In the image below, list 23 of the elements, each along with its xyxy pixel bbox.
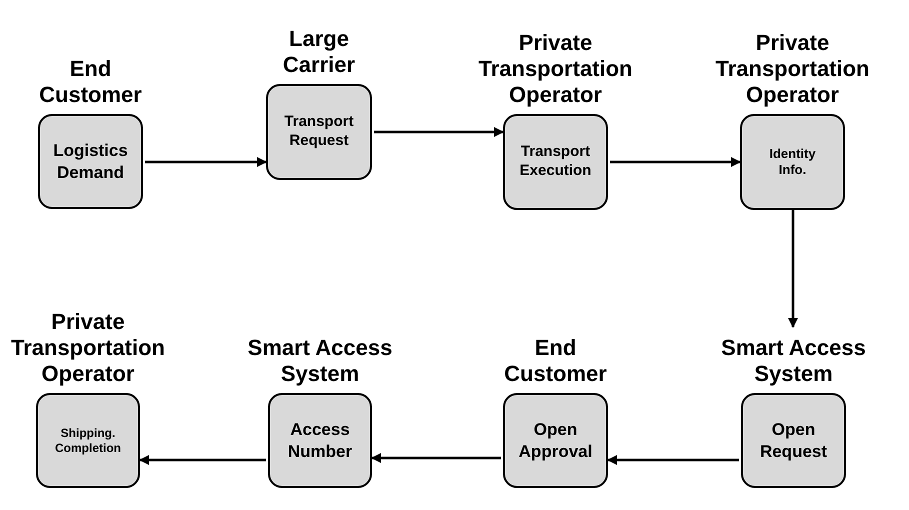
node-heading: Smart Access System [720, 335, 867, 387]
arrow [610, 157, 741, 167]
box-label: Identity Info. [768, 146, 817, 178]
box-label: Logistics Demand [52, 140, 129, 183]
arrow [788, 210, 798, 328]
arrow [607, 455, 739, 465]
box-label: Shipping. Completion [54, 426, 122, 456]
box-label: Open Request [758, 419, 828, 462]
arrow [374, 127, 504, 137]
box-label: Open Approval [518, 419, 594, 462]
arrow [139, 455, 266, 465]
node-heading: Large Carrier [282, 26, 356, 78]
arrow [145, 157, 267, 167]
box-label: Transport Request [283, 113, 355, 151]
box-label: Access Number [286, 419, 354, 462]
node-heading: Smart Access System [246, 335, 394, 387]
node-heading: End Customer [503, 335, 608, 387]
node-heading: Private Transportation Operator [477, 30, 634, 108]
node-heading: Private Transportation Operator [10, 309, 166, 387]
box-label: Transport Execution [518, 143, 592, 181]
node-heading: End Customer [38, 56, 143, 108]
node-heading: Private Transportation Operator [714, 30, 870, 108]
arrow [371, 453, 501, 463]
